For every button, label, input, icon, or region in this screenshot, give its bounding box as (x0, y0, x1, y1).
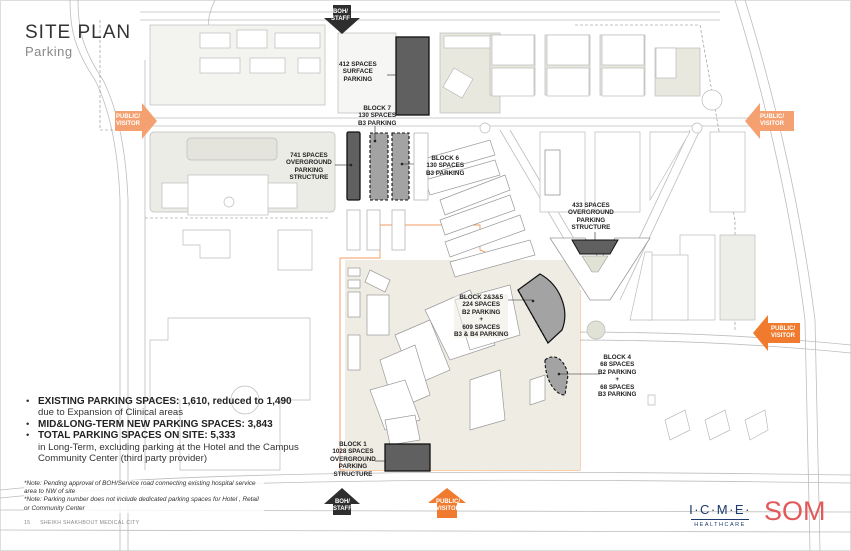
note-boh-road: *Note: Pending approval of BOH/Service r… (24, 480, 256, 496)
east-blocks (539, 131, 756, 321)
stat-new: MID&LONG-TERM NEW PARKING SPACES: 3,843 (26, 419, 326, 431)
project-name: SHEIKH SHAKHBOUT MEDICAL CITY (40, 520, 140, 526)
page-footer: 15 SHEIKH SHAKHBOUT MEDICAL CITY (24, 520, 147, 526)
public-visitor-label-west: PUBLIC/ VISITOR (116, 114, 140, 127)
north-blocks (337, 32, 723, 114)
boh-staff-arrow-top (324, 5, 360, 34)
west-hospital-block (149, 131, 336, 216)
label-412-surface-parking: 412 SPACES SURFACE PARKING (339, 61, 377, 83)
parking-433-overground (571, 239, 619, 255)
page-title: SITE PLAN (25, 22, 132, 43)
label-433-overground: 433 SPACES OVERGROUND PARKING STRUCTURE (568, 202, 614, 232)
som-logo: SOM (764, 496, 826, 526)
label-block1: BLOCK 1 1028 SPACES OVERGROUND PARKING S… (330, 441, 376, 478)
boh-staff-arrow-bottom (324, 488, 360, 515)
parking-block1-overground (384, 443, 431, 472)
label-block235: BLOCK 2&3&5 224 SPACES B2 PARKING + 609 … (454, 294, 509, 339)
public-visitor-arrow-west (115, 103, 157, 139)
public-visitor-label-east: PUBLIC/ VISITOR (771, 326, 795, 339)
boh-staff-label-top: BOH/ STAFF (331, 9, 350, 22)
parking-412-surface (395, 36, 430, 116)
se-buildings (647, 394, 769, 441)
roundabouts (479, 122, 703, 340)
public-visitor-label-south: PUBLIC/ VISITOR (436, 499, 460, 512)
stat-total: TOTAL PARKING SPACES ON SITE: 5,333 in L… (26, 430, 326, 464)
nw-block (149, 24, 326, 106)
public-visitor-arrow-south (428, 488, 466, 518)
page-number: 15 (24, 520, 31, 526)
boh-staff-label-bottom: BOH/ STAFF (333, 499, 352, 512)
label-741-overground: 741 SPACES OVERGROUND PARKING STRUCTURE (286, 152, 332, 182)
public-visitor-label-northeast: PUBLIC/ VISITOR (760, 114, 784, 127)
parking-block235 (517, 273, 566, 344)
label-block6: BLOCK 6 130 SPACES B3 PARKING (426, 155, 465, 177)
icme-logo: I·C·M·E· HEALTHCARE (689, 502, 751, 528)
public-visitor-arrow-east (753, 315, 800, 351)
note-dedicated-parking: *Note: Parking number does not include d… (24, 496, 259, 512)
public-visitor-arrow-northeast (745, 103, 794, 139)
notes: *Note: Pending approval of BOH/Service r… (24, 480, 264, 513)
parking-block7-b3 (369, 132, 389, 201)
label-block4: BLOCK 4 68 SPACES B2 PARKING + 68 SPACES… (598, 354, 637, 399)
parking-summary: EXISTING PARKING SPACES: 1,610, reduced … (26, 396, 326, 464)
label-block7: BLOCK 7 130 SPACES B3 PARKING (358, 105, 397, 127)
parking-block4 (544, 356, 569, 396)
parking-block6-b3 (391, 132, 410, 201)
page-subtitle: Parking (25, 44, 73, 59)
stat-existing: EXISTING PARKING SPACES: 1,610, reduced … (26, 396, 326, 419)
parking-741-overground (346, 131, 361, 201)
